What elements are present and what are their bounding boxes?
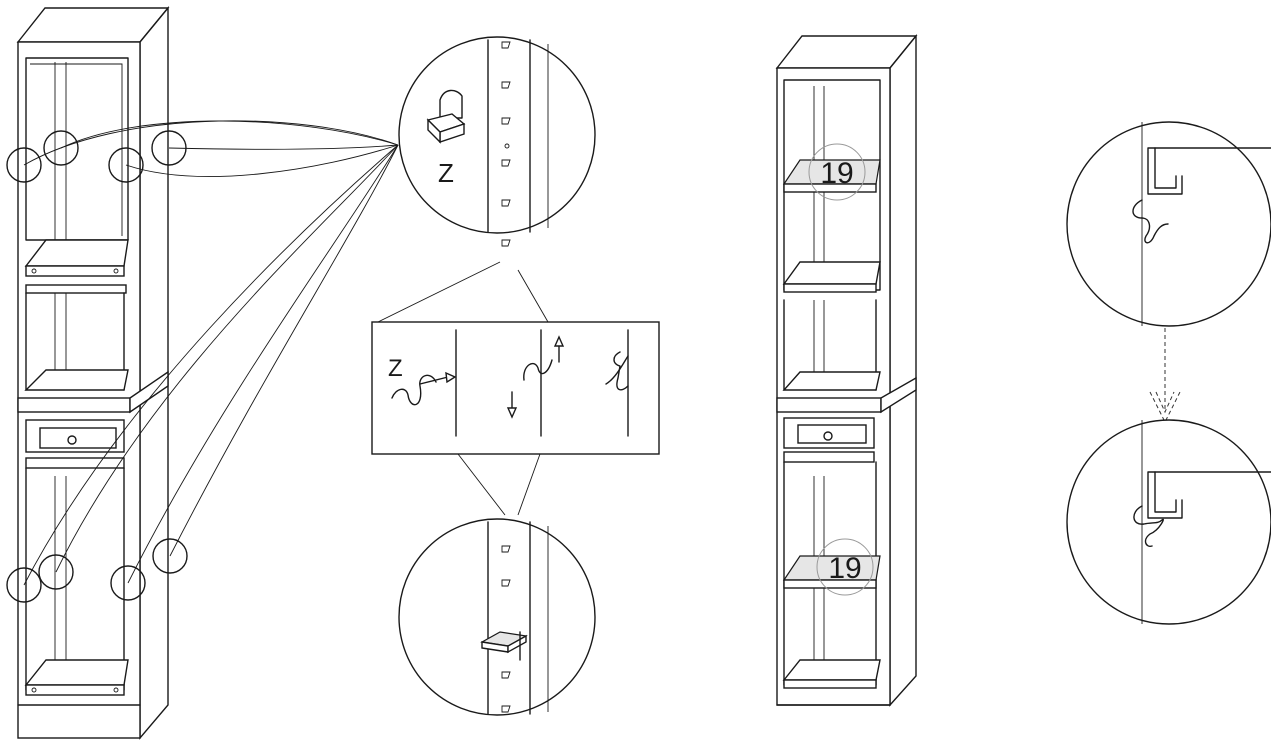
magnified-detail-bottom [398,518,596,716]
part-number-callouts: 19 19 [808,143,874,596]
clip-label-inset: Z [388,355,403,382]
clip-insertion-steps: Z [371,321,660,455]
clip-detail-before [1066,121,1271,327]
right-cabinet [775,34,918,707]
part-number-19-lower: 19 [828,552,861,585]
clip-detail-after [1066,419,1271,625]
part-number-19-upper: 19 [820,157,853,190]
mounted-shelf-clip-icon [480,631,528,661]
transition-arrow [1149,328,1181,424]
magnified-detail-top: Z [398,36,596,247]
shelf-clip-icon [426,89,466,144]
left-cabinet [16,6,170,740]
left-cabinet-callout-circles [6,130,188,603]
leader-lines [23,120,549,586]
clip-label-top: Z [438,158,454,188]
